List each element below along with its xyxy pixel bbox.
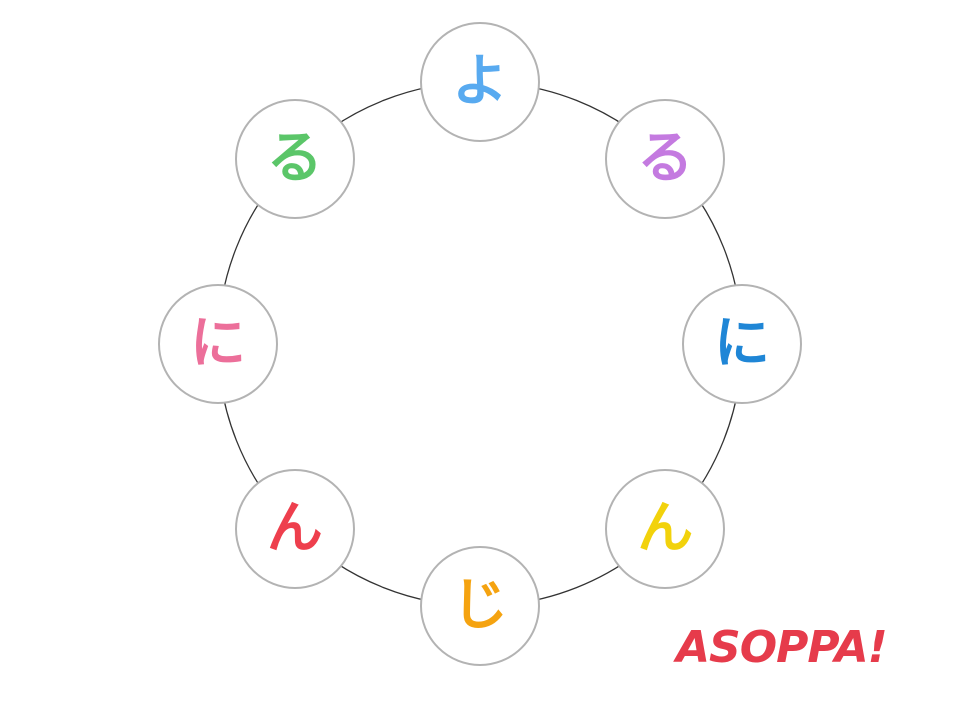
- hiragana-card: じ: [420, 546, 540, 666]
- hiragana-card: る: [605, 98, 726, 219]
- hiragana-char: る: [637, 125, 694, 191]
- hiragana-char: に: [714, 311, 770, 376]
- hiragana-char: よ: [452, 49, 508, 114]
- hiragana-card: ん: [605, 469, 726, 590]
- hiragana-card: に: [682, 284, 802, 404]
- hiragana-card: ん: [234, 469, 355, 590]
- hiragana-card: る: [234, 98, 355, 219]
- asoppa-logo: ASOPPA!: [676, 612, 926, 702]
- hiragana-char: ん: [637, 496, 694, 562]
- hiragana-card: よ: [420, 22, 540, 142]
- hiragana-char: る: [266, 125, 323, 191]
- hiragana-char: ん: [266, 496, 323, 562]
- logo-text: ASOPPA!: [676, 622, 888, 673]
- hiragana-card: に: [158, 284, 278, 404]
- hiragana-char: に: [190, 311, 246, 376]
- hiragana-char: じ: [452, 573, 508, 638]
